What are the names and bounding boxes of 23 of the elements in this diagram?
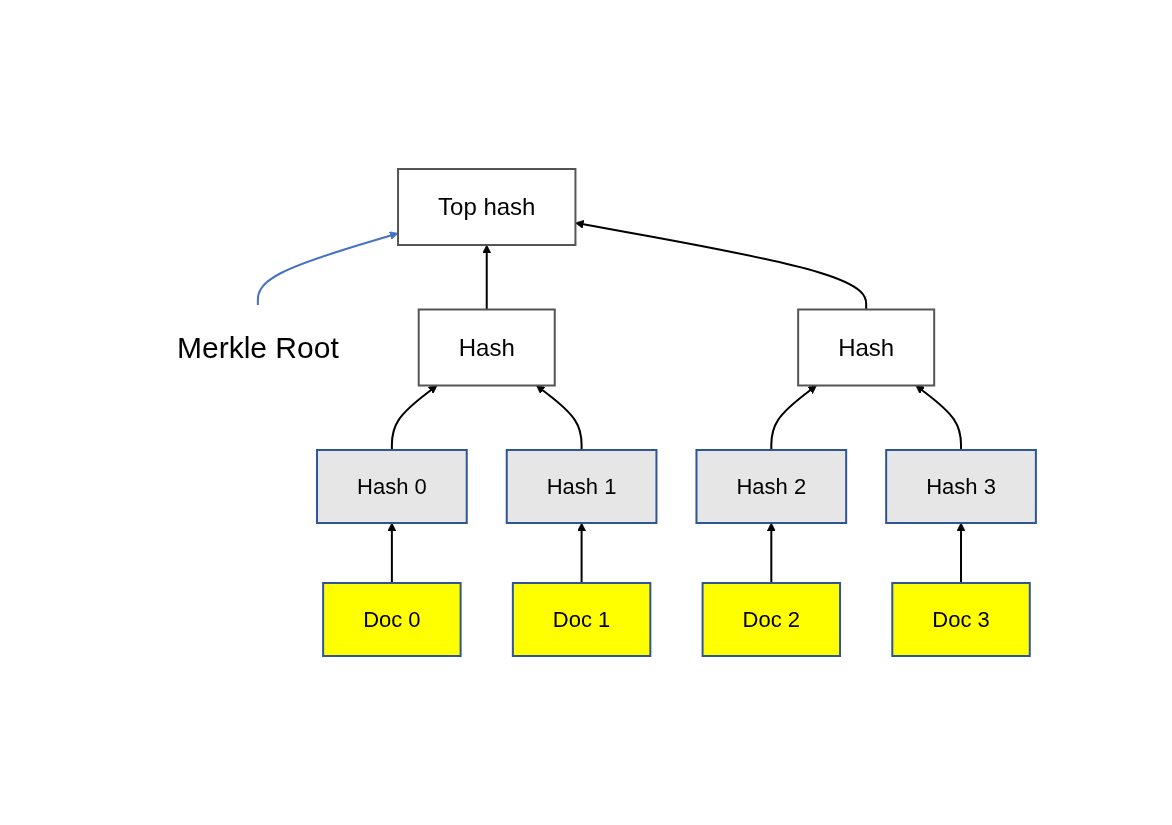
arrow (769, 385, 817, 451)
node-text: Merkle Root (176, 331, 339, 364)
arrow (256, 231, 398, 306)
node-box: Hash 2 (695, 449, 847, 524)
node-box: Hash 3 (884, 449, 1037, 524)
arrow (576, 522, 586, 584)
arrow (481, 244, 491, 311)
arrow (915, 385, 962, 451)
node-box: Hash (796, 308, 935, 387)
node-box: Hash 1 (505, 449, 657, 524)
arrow (956, 522, 965, 584)
node-box: Hash (417, 308, 556, 387)
arrow (574, 219, 867, 311)
node-box: Top hash (396, 168, 576, 246)
node-box: Doc 0 (321, 582, 462, 657)
node-box: Hash 0 (315, 449, 468, 524)
node-box: Doc 1 (511, 582, 651, 657)
arrow (390, 385, 437, 451)
node-box: Doc 2 (701, 582, 841, 657)
arrow (766, 522, 776, 584)
arrow (387, 522, 396, 584)
arrow (535, 385, 583, 451)
node-box: Doc 3 (890, 582, 1031, 657)
